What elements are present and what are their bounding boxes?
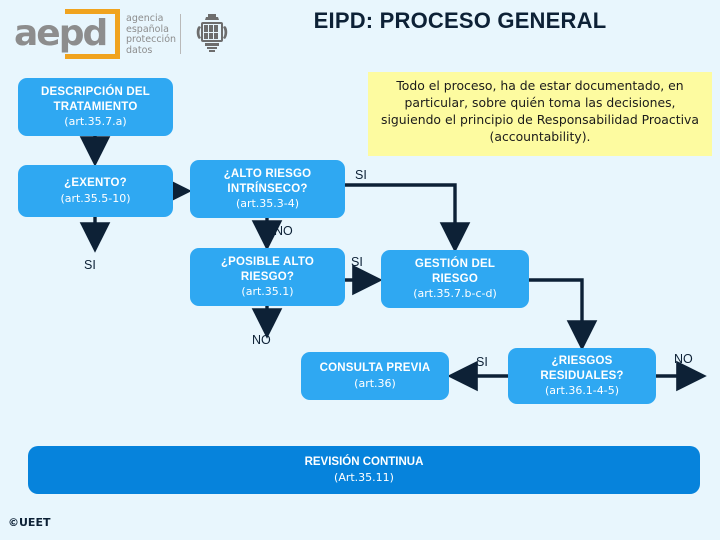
node-exento[interactable]: ¿EXENTO? (art.35.5-10) <box>18 165 173 217</box>
node-article: (art.36.1-4-5) <box>544 384 620 397</box>
documentation-note: Todo el proceso, ha de estar documentado… <box>368 72 712 156</box>
logo-line-1: agencia <box>126 13 164 24</box>
node-gestion-del-riesgo[interactable]: GESTIÓN DEL RIESGO (art.35.7.b-c-d) <box>381 250 529 308</box>
node-consulta-previa[interactable]: CONSULTA PREVIA (art.36) <box>301 352 449 400</box>
edge-label-exento-si: SI <box>84 258 96 272</box>
node-label-line2: RESIDUALES? <box>540 369 624 382</box>
edge-label-riesgos-no: NO <box>674 352 693 366</box>
edge-label-posiblealto-no: NO <box>252 333 271 347</box>
node-revision-continua[interactable]: REVISIÓN CONTINUA (Art.35.11) <box>28 446 700 494</box>
node-article: (Art.35.11) <box>334 471 394 484</box>
node-article: (art.36) <box>354 376 396 390</box>
edge-altoriesgo-gestion <box>345 183 471 253</box>
node-posible-alto-riesgo[interactable]: ¿POSIBLE ALTO RIESGO? (art.35.1) <box>190 248 345 306</box>
node-label-line1: GESTIÓN DEL <box>414 258 496 270</box>
logo-line-3: protección <box>126 34 177 45</box>
edge-gestion-riesgos <box>529 278 598 351</box>
node-label-line1: REVISIÓN CONTINUA <box>304 456 424 468</box>
copyright-watermark: ©UEET <box>8 516 51 529</box>
node-label-line1: ¿POSIBLE ALTO <box>220 256 315 268</box>
page-title: EIPD: PROCESO GENERAL <box>313 8 607 33</box>
spain-coat-of-arms-icon <box>196 14 228 52</box>
node-article: (art.35.7.a) <box>64 115 127 128</box>
node-label-line2: INTRÍNSECO? <box>227 182 308 195</box>
logo-subtitle: agencia española protección datos <box>126 13 177 56</box>
node-label-line2: TRATAMIENTO <box>53 100 138 113</box>
node-article: (art.35.1) <box>241 285 294 298</box>
node-label-line2: RIESGO <box>432 272 478 285</box>
edge-label-altoriesgo-no: NO <box>274 224 293 238</box>
node-label-line1: DESCRIPCIÓN DEL <box>40 86 151 98</box>
edge-label-riesgos-si: SI <box>476 355 488 369</box>
logo-divider <box>180 14 181 54</box>
node-article: (art.35.7.b-c-d) <box>413 287 497 300</box>
node-label-line1: ¿EXENTO? <box>64 177 127 190</box>
logo-wordmark: aepd <box>14 13 108 54</box>
node-article: (art.35.5-10) <box>60 191 131 205</box>
node-article: (art.35.3-4) <box>235 197 300 210</box>
logo-bracket-icon <box>65 9 120 59</box>
node-label-line1: ¿RIESGOS <box>551 355 613 367</box>
node-label-line2: RIESGO? <box>240 270 295 283</box>
logo-line-2: española <box>126 23 169 35</box>
node-descripcion-del-tratamiento[interactable]: DESCRIPCIÓN DEL TRATAMIENTO (art.35.7.a) <box>18 78 173 136</box>
logo-line-4: datos <box>126 44 153 56</box>
aepd-logo: aepd agencia española protección datos <box>14 6 229 62</box>
node-riesgos-residuales[interactable]: ¿RIESGOS RESIDUALES? (art.36.1-4-5) <box>508 348 656 404</box>
node-label-line1: CONSULTA PREVIA <box>319 362 431 375</box>
edge-label-posiblealto-si: SI <box>351 255 363 269</box>
node-label-line1: ¿ALTO RIESGO <box>223 168 312 180</box>
node-alto-riesgo-intrinseco[interactable]: ¿ALTO RIESGO INTRÍNSECO? (art.35.3-4) <box>190 160 345 218</box>
edge-label-altoriesgo-si: SI <box>355 168 367 182</box>
